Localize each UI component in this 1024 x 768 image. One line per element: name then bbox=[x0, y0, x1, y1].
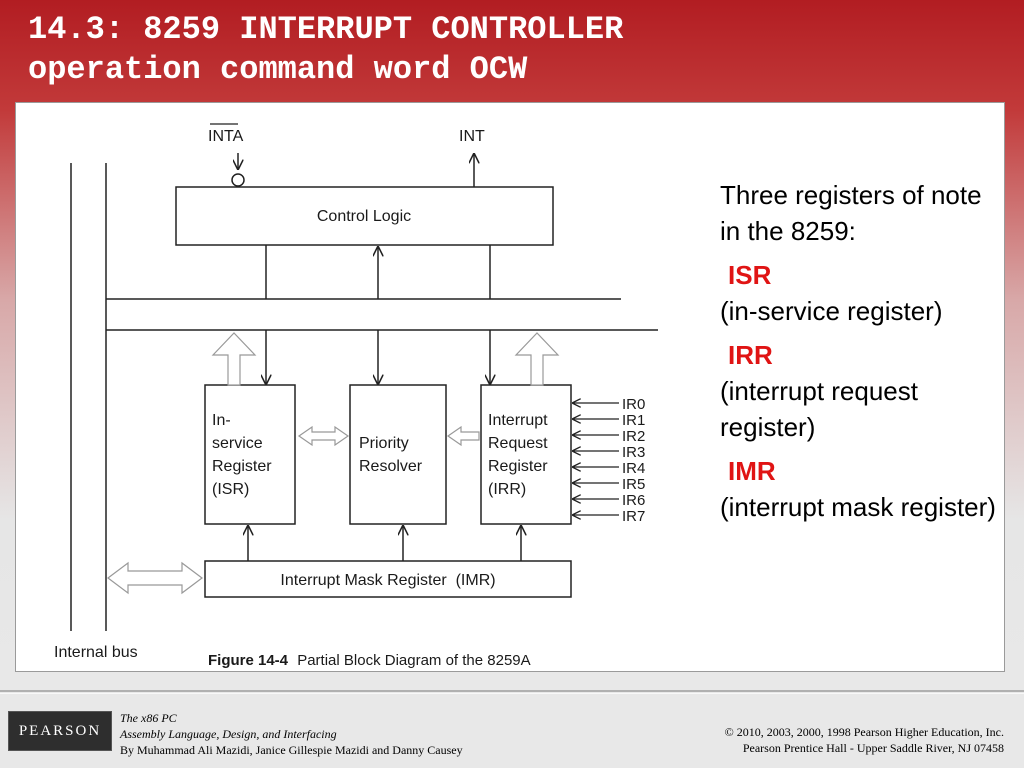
irr-label-3: Register bbox=[488, 458, 548, 475]
ir0-label: IR0 bbox=[622, 396, 645, 413]
title-line-2: operation command word OCW bbox=[28, 51, 528, 88]
note-isr-name: ISR bbox=[728, 260, 772, 290]
slide-title: 14.3: 8259 INTERRUPT CONTROLLER operatio… bbox=[28, 10, 623, 90]
ir2-label: IR2 bbox=[622, 428, 645, 445]
priority-label-1: Priority bbox=[359, 435, 409, 452]
block-diagram: INTA INT Control Logic In- service Regis… bbox=[54, 123, 658, 669]
isr-label-3: Register bbox=[212, 458, 272, 475]
notes-intro: Three registers of note in the 8259: bbox=[720, 180, 982, 246]
ir3-label: IR3 bbox=[622, 444, 645, 461]
book-title: The x86 PC bbox=[120, 711, 177, 725]
footer-divider-highlight bbox=[0, 693, 1024, 694]
internal-bus-label: Internal bus bbox=[54, 644, 138, 661]
ir7-label: IR7 bbox=[622, 508, 645, 525]
note-imr-desc: (interrupt mask register) bbox=[720, 492, 996, 522]
copyright-text: © 2010, 2003, 2000, 1998 Pearson Higher … bbox=[724, 725, 1004, 739]
book-subtitle: Assembly Language, Design, and Interfaci… bbox=[120, 727, 337, 741]
figure-caption-text: Partial Block Diagram of the 8259A bbox=[297, 652, 530, 669]
irr-label-4: (IRR) bbox=[488, 481, 526, 498]
isr-label-4: (ISR) bbox=[212, 481, 249, 498]
copyright-block: © 2010, 2003, 2000, 1998 Pearson Higher … bbox=[725, 724, 1004, 756]
title-line-1: 14.3: 8259 INTERRUPT CONTROLLER bbox=[28, 11, 624, 48]
irr-label-1: Interrupt bbox=[488, 412, 548, 429]
figure-number: Figure 14-4 bbox=[208, 652, 289, 669]
note-isr-desc: (in-service register) bbox=[720, 296, 943, 326]
ir1-label: IR1 bbox=[622, 412, 645, 429]
irr-label-2: Request bbox=[488, 435, 548, 452]
content-panel: INTA INT Control Logic In- service Regis… bbox=[15, 102, 1005, 672]
publisher-text: Pearson Prentice Hall - Upper Saddle Riv… bbox=[742, 741, 1004, 755]
footer-divider bbox=[0, 690, 1024, 692]
note-imr-name: IMR bbox=[728, 456, 776, 486]
figure-caption: Figure 14-4 Partial Block Diagram of the… bbox=[208, 652, 531, 669]
note-irr-name: IRR bbox=[728, 340, 773, 370]
control-logic-label: Control Logic bbox=[317, 208, 411, 225]
isr-label-1: In- bbox=[212, 412, 231, 429]
int-label: INT bbox=[459, 128, 485, 145]
inta-label: INTA bbox=[208, 128, 244, 145]
book-authors: By Muhammad Ali Mazidi, Janice Gillespie… bbox=[120, 743, 463, 757]
isr-label-2: service bbox=[212, 435, 263, 452]
ir5-label: IR5 bbox=[622, 476, 645, 493]
ir4-label: IR4 bbox=[622, 460, 645, 477]
ir6-label: IR6 bbox=[622, 492, 645, 509]
pearson-logo: PEARSON bbox=[8, 711, 112, 751]
note-irr-desc: (interrupt request register) bbox=[720, 376, 918, 442]
register-notes: Three registers of note in the 8259: ISR… bbox=[720, 177, 1000, 533]
priority-label-2: Resolver bbox=[359, 458, 423, 475]
book-info: The x86 PC Assembly Language, Design, an… bbox=[120, 710, 463, 758]
imr-label: Interrupt Mask Register (IMR) bbox=[280, 572, 495, 589]
